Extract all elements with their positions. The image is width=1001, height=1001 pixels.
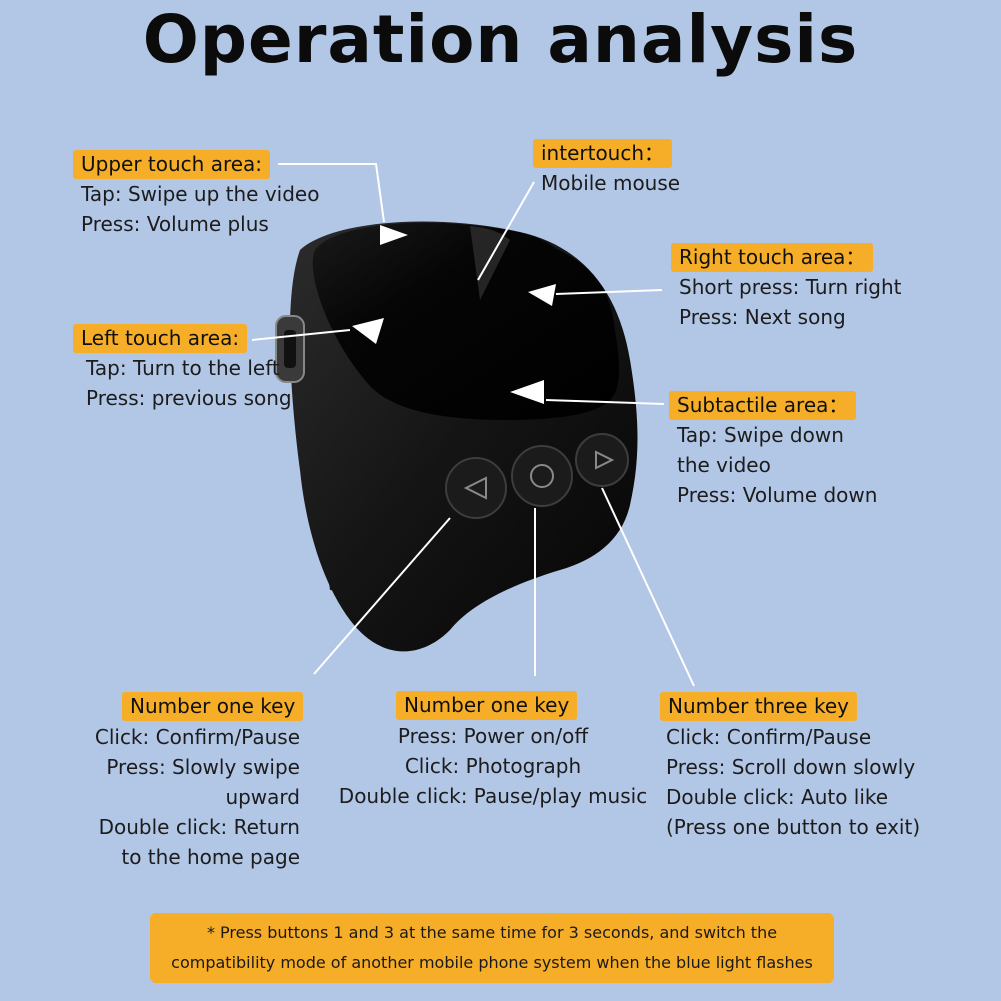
button-three <box>575 433 629 487</box>
circle-icon <box>530 464 554 488</box>
leader-subtactile <box>545 399 665 405</box>
key1-label: Number one key <box>122 692 304 721</box>
leader-key1 <box>313 517 451 675</box>
touch-surface <box>312 222 620 420</box>
right-touch-desc: Short press: Turn right Press: Next song <box>679 275 902 329</box>
key3-desc: Click: Confirm/Pause Press: Scroll down … <box>666 725 921 839</box>
compatibility-note: * Press buttons 1 and 3 at the same time… <box>150 913 834 983</box>
key2-desc: Press: Power on/off Click: Photograph Do… <box>338 724 648 808</box>
button-two <box>511 445 573 507</box>
arrow-right <box>528 284 556 306</box>
leader-upper <box>278 163 385 223</box>
subtactile-label: Subtactile area： <box>669 391 857 420</box>
page-title: Operation analysis <box>142 1 859 78</box>
left-touch-desc: Tap: Turn to the left Press: previous so… <box>86 356 292 410</box>
key2-label: Number one key <box>396 691 578 720</box>
right-touch-label: Right touch area： <box>671 243 874 272</box>
leader-right <box>555 289 663 295</box>
arrow-left <box>352 318 384 344</box>
left-touch-label: Left touch area: <box>73 324 248 353</box>
leader-left <box>251 329 351 341</box>
intertouch-desc: Mobile mouse <box>541 171 681 195</box>
arrow-lower <box>510 380 544 404</box>
button-one <box>445 457 507 519</box>
leader-key3 <box>601 487 695 687</box>
intertouch-label: intertouch： <box>533 139 673 168</box>
play-right-icon <box>595 450 615 470</box>
subtactile-desc: Tap: Swipe down the video Press: Volume … <box>677 423 878 507</box>
key3-label: Number three key <box>660 692 857 721</box>
play-left-icon <box>463 476 487 500</box>
leader-intertouch <box>477 181 535 281</box>
key1-desc: Click: Confirm/Pause Press: Slowly swipe… <box>94 725 300 869</box>
arrow-upper <box>380 225 408 245</box>
upper-touch-label: Upper touch area: <box>73 150 271 179</box>
upper-touch-desc: Tap: Swipe up the video Press: Volume pl… <box>81 182 320 236</box>
